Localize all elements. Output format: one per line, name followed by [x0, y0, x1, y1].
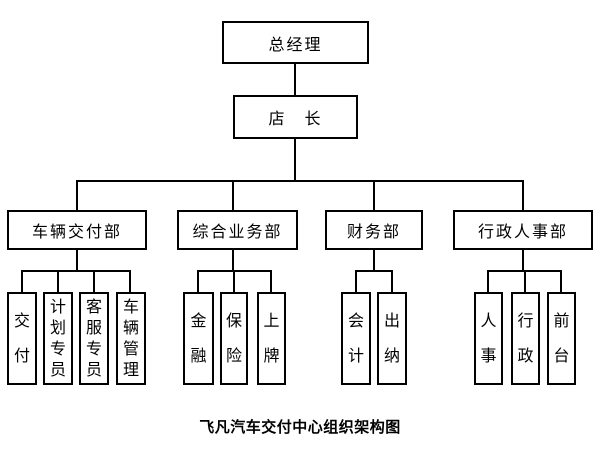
- leaf-label-char: 事: [480, 346, 497, 365]
- node-financing: 金融: [183, 292, 214, 385]
- connector-bus-to-dept2: [232, 180, 234, 210]
- leaf-label-char: 保: [225, 311, 242, 330]
- leaf-label-char: 纳: [383, 346, 400, 365]
- leaf-label-char: 员: [85, 360, 102, 379]
- connector-drop-customer-service: [93, 270, 95, 292]
- leaf-label-char: 客: [85, 297, 102, 316]
- connector-store-to-bus: [294, 139, 296, 182]
- connector-drop-front-desk: [560, 270, 562, 292]
- node-delivery: 交付: [7, 292, 37, 385]
- leaf-label-char: 理: [122, 360, 139, 379]
- connector-bus-to-dept1: [76, 180, 78, 210]
- connector-drop-vehicle-management: [129, 270, 131, 292]
- connector-drop-cashier: [391, 270, 393, 292]
- leaf-label-char: 险: [225, 346, 242, 365]
- node-cashier: 出纳: [377, 292, 407, 385]
- leaf-label-char: 台: [553, 346, 570, 365]
- connector-dept2-feed: [232, 250, 234, 272]
- connector-dept1-feed: [76, 250, 78, 272]
- leaf-label-char: 专: [49, 339, 66, 358]
- node-dept-vehicle-delivery: 车辆交付部: [7, 210, 147, 250]
- leaf-label-char: 员: [49, 360, 66, 379]
- connector-bus-to-dept3: [373, 180, 375, 210]
- chart-caption: 飞凡汽车交付中心组织架构图: [199, 418, 401, 436]
- leaf-label-char: 划: [49, 318, 66, 337]
- leaf-label-char: 交: [13, 311, 30, 330]
- connector-drop-planning-specialist: [57, 270, 59, 292]
- node-hr: 人事: [474, 292, 503, 385]
- node-planning-specialist: 计划专员: [43, 292, 73, 385]
- connector-drop-accounting: [355, 270, 357, 292]
- node-dept-finance: 财务部: [325, 210, 423, 250]
- connector-drop-insurance: [233, 270, 235, 292]
- leaf-label-char: 上: [263, 311, 280, 330]
- node-dept-admin-hr: 行政人事部: [453, 210, 593, 250]
- leaf-label-char: 专: [85, 339, 102, 358]
- connector-gm-to-store: [294, 64, 296, 95]
- node-dept-general-business: 综合业务部: [177, 210, 298, 250]
- node-front-desk: 前台: [547, 292, 576, 385]
- connector-drop-admin: [524, 270, 526, 292]
- leaf-label-char: 辆: [122, 318, 139, 337]
- connector-dept1-subbus: [21, 270, 131, 272]
- connector-drop-hr: [487, 270, 489, 292]
- leaf-label-char: 政: [517, 346, 534, 365]
- connector-drop-delivery: [21, 270, 23, 292]
- leaf-label-char: 人: [480, 311, 497, 330]
- leaf-label-char: 计: [347, 346, 364, 365]
- connector-level3-bus: [76, 180, 524, 182]
- leaf-label-char: 牌: [263, 346, 280, 365]
- leaf-label-char: 金: [190, 311, 207, 330]
- leaf-label-char: 行: [517, 311, 534, 330]
- leaf-label-char: 前: [553, 311, 570, 330]
- node-store-manager: 店 长: [233, 95, 358, 139]
- node-insurance: 保险: [220, 292, 248, 385]
- leaf-label-char: 计: [49, 297, 66, 316]
- connector-dept3-subbus: [355, 270, 393, 272]
- leaf-label-char: 出: [383, 311, 400, 330]
- leaf-label-char: 融: [190, 346, 207, 365]
- leaf-label-char: 服: [85, 318, 102, 337]
- leaf-label-char: 会: [347, 311, 364, 330]
- node-customer-service-specialist: 客服专员: [79, 292, 109, 385]
- connector-drop-plate-registration: [270, 270, 272, 292]
- connector-dept4-feed: [522, 250, 524, 272]
- connector-bus-to-dept4: [522, 180, 524, 210]
- leaf-label-char: 付: [13, 346, 30, 365]
- connector-drop-financing: [197, 270, 199, 292]
- leaf-label-char: 管: [122, 339, 139, 358]
- leaf-label-char: 车: [122, 297, 139, 316]
- node-general-manager: 总经理: [222, 21, 369, 64]
- node-admin: 行政: [511, 292, 540, 385]
- connector-dept3-feed: [373, 250, 375, 272]
- node-accounting: 会计: [341, 292, 371, 385]
- node-plate-registration: 上牌: [257, 292, 286, 385]
- node-vehicle-management: 车辆管理: [116, 292, 146, 385]
